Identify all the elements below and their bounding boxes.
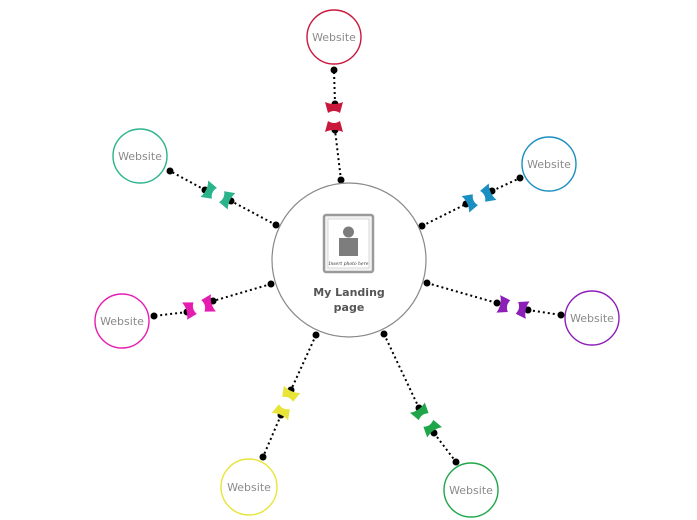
website-label: Website [100,315,144,328]
link-clip-icon [496,295,530,319]
clip-right [325,121,343,132]
connector-0 [333,69,342,181]
website-node[interactable]: Website [521,136,577,192]
connector-4 [262,334,317,458]
clip-left [271,404,290,421]
dot [418,222,426,230]
dot [380,330,388,338]
clip-left [496,295,511,313]
person-head [343,226,354,238]
photo-caption: Insert photo here [328,261,369,267]
dot [259,453,267,461]
clip-right [515,301,530,319]
dot [524,306,532,314]
connector-clips [182,102,530,438]
website-label: Website [527,158,571,171]
website-circle [443,462,499,518]
clip-left [410,402,429,421]
clip-left [200,180,217,199]
clip-left [461,194,478,213]
website-label: Website [227,481,271,494]
link-clip-icon [271,385,301,421]
center-title-line1: My Landing [313,286,385,299]
connector-6 [169,170,277,226]
website-node[interactable]: Website [112,128,168,184]
dot [516,174,524,182]
website-circle [220,458,278,516]
website-label: Website [118,150,162,163]
clip-right [219,191,236,210]
clip-left [182,302,197,320]
website-circle [521,136,577,192]
dot [166,167,174,175]
dot [423,279,431,287]
link-clip-icon [325,102,343,132]
website-node[interactable]: Website [564,290,620,346]
dot [557,311,565,319]
connectors [153,69,562,463]
person-body [339,238,358,256]
website-circle [306,9,362,65]
website-node[interactable]: Website [306,9,362,65]
link-clip-icon [461,183,497,213]
link-clip-icon [182,294,216,320]
clip-right [423,419,442,438]
website-node[interactable]: Website [443,462,499,518]
dot [272,221,280,229]
link-clip-icon [200,180,236,210]
dot [150,312,158,320]
connector-1 [421,177,521,227]
dot [337,176,345,184]
clip-right [480,183,497,202]
website-label: Website [449,484,493,497]
website-label: Website [570,312,614,325]
center-title-line2: page [334,301,365,314]
connector-5 [153,283,272,317]
link-clip-icon [410,402,442,438]
dot [312,331,320,339]
website-circle [112,128,168,184]
website-node[interactable]: Website [94,293,150,349]
center-node[interactable]: Insert photo here My Landing page [271,182,427,338]
photo-placeholder-icon: Insert photo here [322,213,375,274]
clip-left [325,102,343,113]
dot [267,280,275,288]
clip-right [282,385,301,402]
connector-3 [383,333,457,463]
connector-2 [426,282,562,316]
dot [452,458,460,466]
clip-right [201,294,216,312]
website-label: Website [312,31,356,44]
website-circle [564,290,620,346]
dot [493,299,501,307]
website-circle [94,293,150,349]
dot [330,66,338,74]
website-node[interactable]: Website [220,458,278,516]
